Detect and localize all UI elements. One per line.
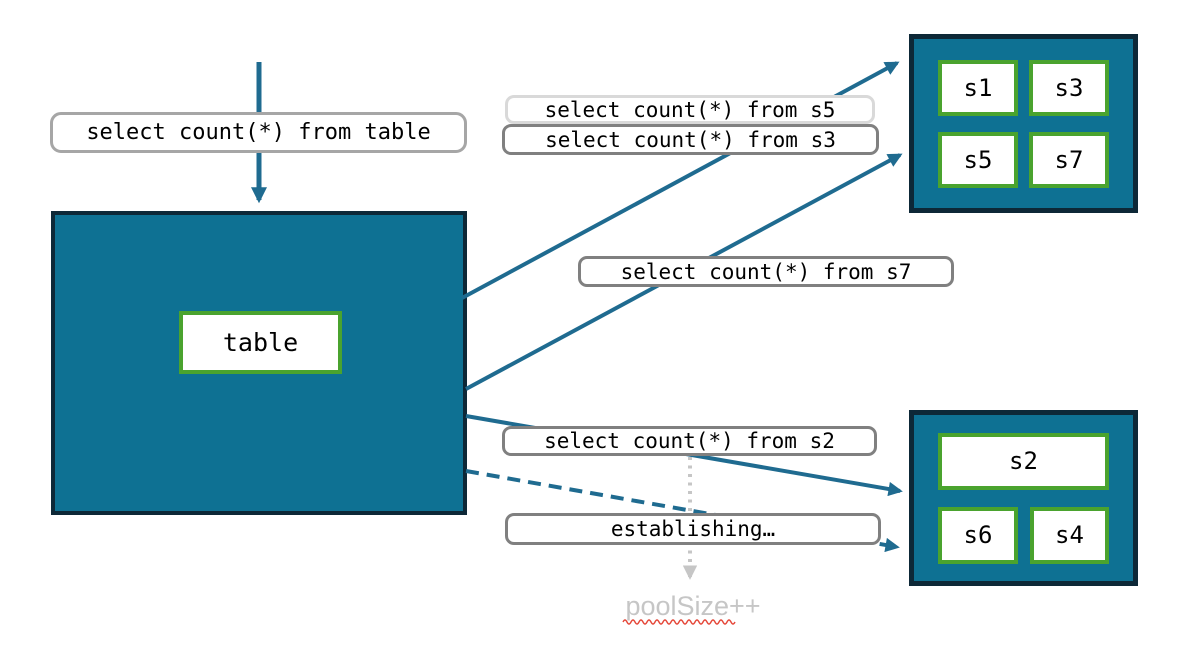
main-table-box: table (51, 211, 467, 515)
query-label-s5: select count(*) from s5 (505, 95, 875, 124)
establishing-label: establishing… (505, 513, 881, 545)
table-name-label: table (222, 328, 299, 357)
shard-s5: s5 (938, 131, 1018, 188)
query-label-s7: select count(*) from s7 (578, 256, 954, 287)
shard-pool-top: s1 s3 s5 s7 (909, 34, 1138, 213)
shard-s3: s3 (1029, 59, 1109, 116)
table-name-box: table (179, 311, 342, 374)
query-label-incoming: select count(*) from table (50, 112, 467, 153)
shard-s6: s6 (938, 506, 1018, 564)
query-label-s2: select count(*) from s2 (502, 426, 877, 456)
query-label-s3: select count(*) from s3 (502, 124, 879, 155)
shard-s2: s2 (938, 432, 1109, 490)
shard-s7: s7 (1029, 131, 1109, 188)
shard-s4: s4 (1030, 506, 1109, 564)
spellcheck-underline (622, 619, 736, 625)
shard-s1: s1 (938, 59, 1018, 116)
shard-pool-bottom: s2 s6 s4 (909, 410, 1138, 586)
pool-size-note: poolSize++ (625, 591, 761, 621)
